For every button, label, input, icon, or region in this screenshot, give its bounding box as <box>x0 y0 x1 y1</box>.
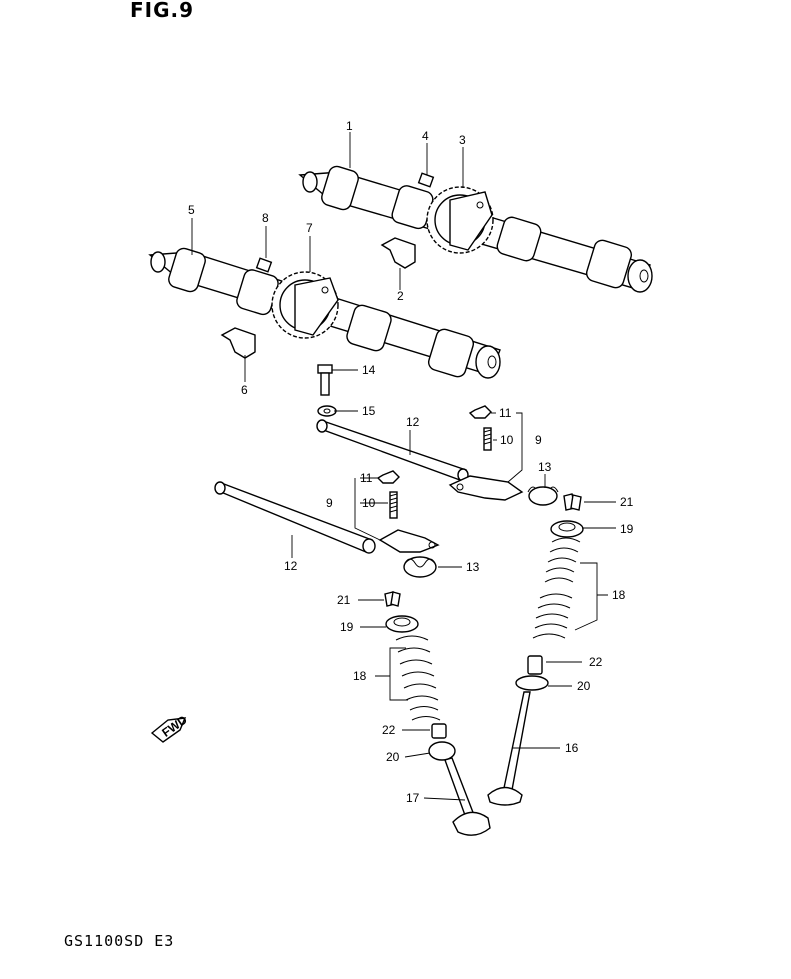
label-9-upper: 9 <box>535 433 542 447</box>
washer-15[interactable] <box>317 405 337 417</box>
rocker-spring-13-upper[interactable] <box>527 486 559 506</box>
label-21-left: 21 <box>337 593 351 607</box>
valve-17-intake[interactable] <box>444 757 491 836</box>
label-17: 17 <box>406 791 420 805</box>
valve-seal-22-left[interactable] <box>431 723 447 739</box>
label-14: 14 <box>362 363 376 377</box>
label-13-lower: 13 <box>466 560 480 574</box>
cotter-21-right[interactable] <box>563 493 582 511</box>
label-10-lower: 10 <box>362 496 376 510</box>
label-1: 1 <box>346 119 353 133</box>
valve-spring-18-right[interactable] <box>532 537 581 639</box>
valve-spring-18-left[interactable] <box>395 635 441 721</box>
cam-bolt-8[interactable] <box>255 257 273 273</box>
fwd-direction-arrow: FWD <box>150 712 190 743</box>
label-19-left: 19 <box>340 620 354 634</box>
valve-16-exhaust[interactable] <box>487 691 531 806</box>
callout-labels: 1 4 3 5 8 7 2 6 14 15 12 11 10 9 13 21 1… <box>188 119 634 805</box>
adjust-screw-10-lower[interactable] <box>389 491 398 519</box>
label-10-upper: 10 <box>500 433 514 447</box>
bolt-14[interactable] <box>317 364 333 396</box>
label-11-upper: 11 <box>499 406 512 420</box>
label-5: 5 <box>188 203 195 217</box>
sprocket-lower[interactable] <box>271 271 339 339</box>
label-8: 8 <box>262 211 269 225</box>
retainer-19-right[interactable] <box>550 520 584 538</box>
label-3: 3 <box>459 133 466 147</box>
label-2: 2 <box>397 289 404 303</box>
rocker-arm-upper[interactable] <box>448 475 524 501</box>
rocker-shaft-lower[interactable] <box>214 481 376 554</box>
cam-bolt-4[interactable] <box>417 172 435 188</box>
label-11-lower: 11 <box>360 471 373 485</box>
label-21-right: 21 <box>620 495 634 509</box>
rocker-arm-lower[interactable] <box>378 529 440 553</box>
nut-11-upper[interactable] <box>468 405 492 419</box>
label-6: 6 <box>241 383 248 397</box>
label-22-right: 22 <box>589 655 603 669</box>
label-20-right: 20 <box>577 679 591 693</box>
label-16: 16 <box>565 741 579 755</box>
figure-title: FIG.9 <box>130 0 195 22</box>
label-18-left: 18 <box>353 669 367 683</box>
label-22-left: 22 <box>382 723 396 737</box>
label-12-lower: 12 <box>284 559 298 573</box>
label-19-right: 19 <box>620 522 634 536</box>
spring-seat-20-right[interactable] <box>515 675 549 691</box>
fwd-label: FWD <box>159 712 190 739</box>
nut-11-lower[interactable] <box>376 470 400 484</box>
label-20-left: 20 <box>386 750 400 764</box>
rocker-spring-13-lower[interactable] <box>403 556 437 578</box>
model-code: GS1100SD E3 <box>64 932 175 950</box>
cam-guide-2[interactable] <box>380 237 416 269</box>
retainer-19-left[interactable] <box>385 615 419 633</box>
label-18-right: 18 <box>612 588 626 602</box>
label-12-upper: 12 <box>406 415 420 429</box>
spring-seat-20-left[interactable] <box>428 741 456 761</box>
cam-guide-6[interactable] <box>220 327 256 359</box>
cotter-21-left[interactable] <box>384 591 401 607</box>
valve-seal-22-right[interactable] <box>527 655 543 675</box>
label-13-upper: 13 <box>538 460 552 474</box>
label-9-lower: 9 <box>326 496 333 510</box>
sprocket-upper[interactable] <box>426 186 494 254</box>
label-7: 7 <box>306 221 313 235</box>
leader-lines <box>191 132 616 801</box>
rocker-shaft-upper[interactable] <box>316 419 469 482</box>
adjust-screw-10-upper[interactable] <box>483 427 492 451</box>
label-4: 4 <box>422 129 429 143</box>
label-15: 15 <box>362 404 376 418</box>
